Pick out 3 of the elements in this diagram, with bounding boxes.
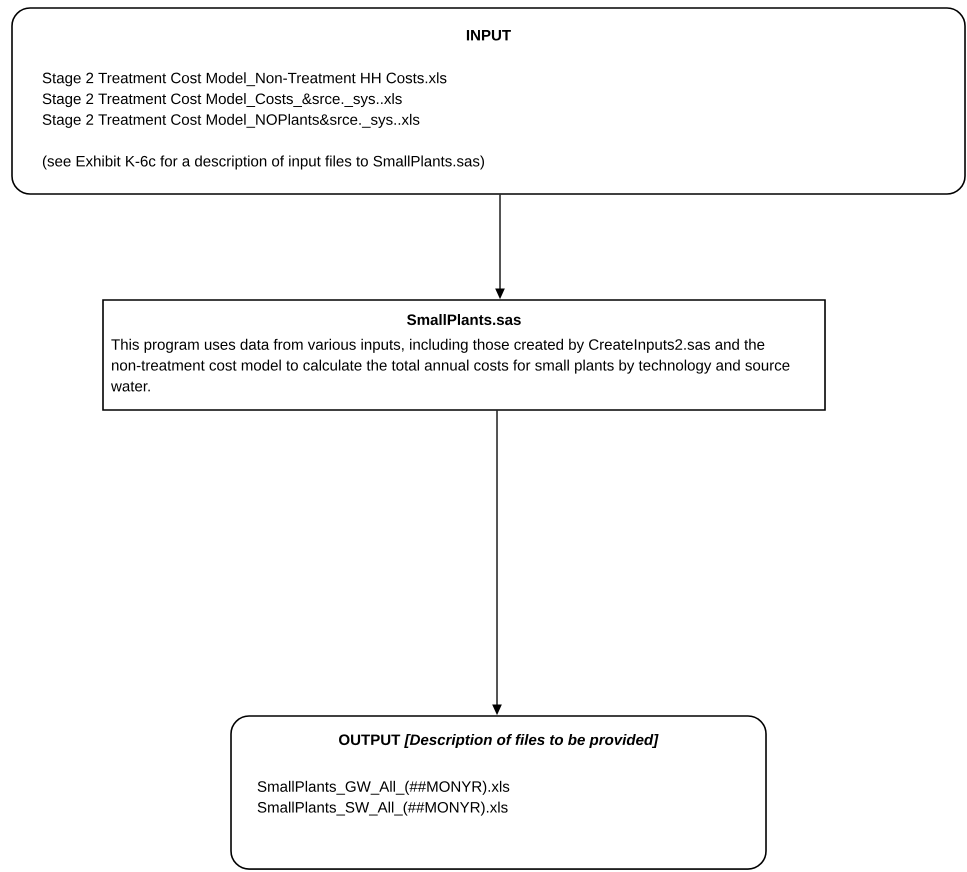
output-box: OUTPUT [Description of files to be provided] SmallPlants_GW_All_(##MONYR).xls SmallPlants_SW_All_(##MONYR).xls xyxy=(230,715,767,870)
program-box: SmallPlants.sas This program uses data from various inputs, including those created by CreateInputs2.sas and the non-treatment cost model to calculate the total annual costs for small plants by technology and source water. xyxy=(102,299,826,411)
input-box: INPUT Stage 2 Treatment Cost Model_Non-Treatment HH Costs.xls Stage 2 Treatment Cost Model_Costs_&srce._sys..xls Stage 2 Treatment Cost Model_NOPlants&srce._sys..xls (see Exhibit K-6c for a description of input files to SmallPlants.sas) xyxy=(11,7,966,195)
